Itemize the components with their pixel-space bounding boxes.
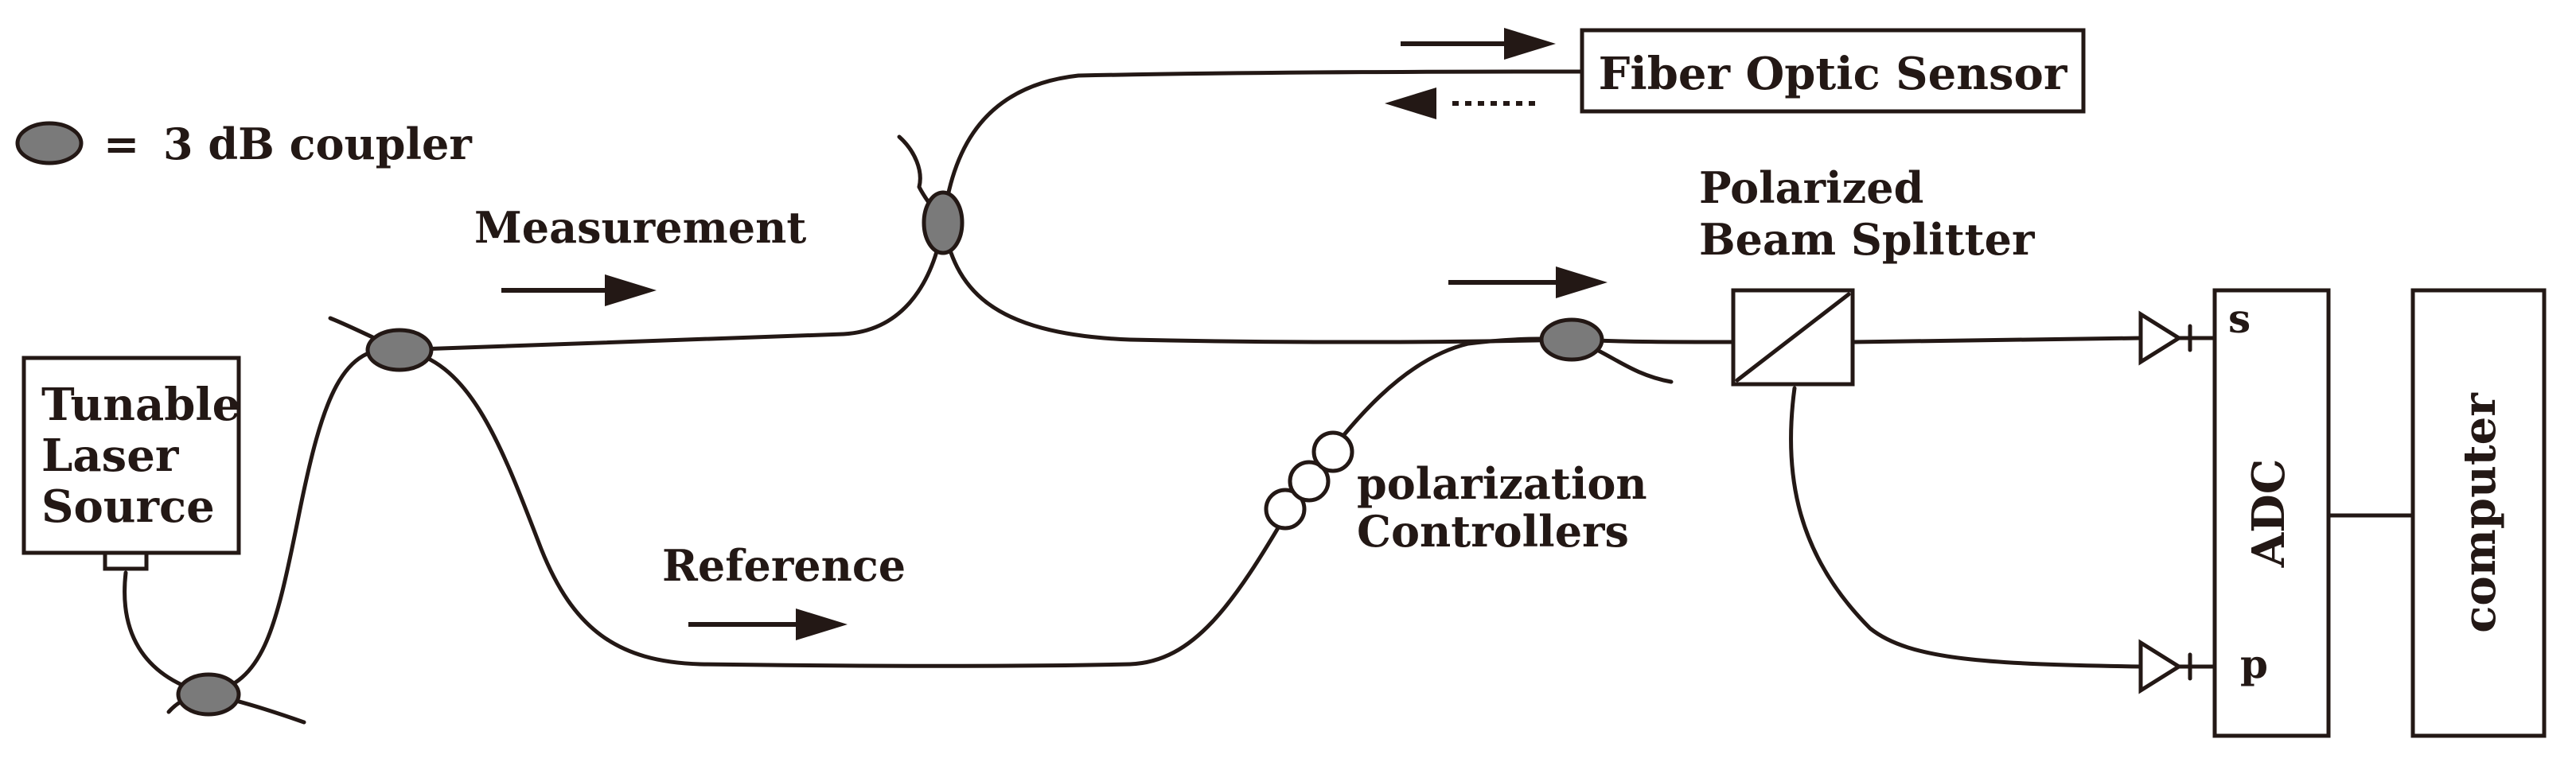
s-photodetector [2138,310,2192,366]
fiber-to-sensor [941,69,1584,225]
beam-splitter-diagonal [1735,292,1851,383]
sensor-forward-arrow-icon [1401,28,1556,60]
polarization-controllers-icon [1264,430,1354,531]
fiber-measurement-arm [397,220,945,352]
pc-loop-2 [1288,460,1331,503]
fiber-pbs-to-s [1850,336,2143,344]
adc-box [2212,288,2331,738]
legend-equals: = [103,119,139,169]
tunable-laser-source-box [21,356,241,555]
legend-coupler-icon [15,121,84,165]
pc-loop-3 [1311,430,1354,473]
reference-direction-arrow-icon [688,609,848,640]
recombine-forward-arrow-icon [1448,266,1608,298]
p-channel-label: p [2240,640,2268,687]
laser-label-line2: Laser [41,430,180,482]
p-photodetector [2138,639,2192,694]
coupler-bottom-icon [176,672,241,717]
fiber-optic-sensor-box [1580,28,2086,114]
computer-label: computer [2453,392,2506,633]
adc-label: ADC [2243,459,2295,569]
sensor-return-arrow-icon [1385,87,1540,119]
fiber-pbs-to-p [1789,386,2143,669]
fiber-optic-sensor-label: Fiber Optic Sensor [1599,48,2068,100]
computer-box [2410,288,2547,738]
pbs-label-line1: Polarized [1699,162,1923,213]
fiber-bottom-to-split-coupler [206,347,402,697]
laser-label-line3: Source [41,480,215,533]
reference-label: Reference [662,540,906,591]
laser-label-line1: Tunable [41,379,240,431]
pc-loop-1 [1264,488,1307,531]
pbs-label-line2: Beam Splitter [1699,214,2035,265]
coupler-recombine-icon [1539,317,1604,362]
polarization-controllers-label-line2: Controllers [1357,506,1629,557]
laser-output-connector [103,550,149,571]
measurement-label: Measurement [474,202,806,253]
coupler-middle-icon [922,190,965,255]
fiber-reference-arm [397,336,1574,668]
coupler-split-icon [365,328,434,372]
legend-coupler-label: 3 dB coupler [163,119,472,169]
s-detector-triangle-icon [2138,310,2183,366]
s-channel-label: s [2228,295,2251,342]
polarization-controllers-label-line1: polarization [1357,458,1647,509]
measurement-direction-arrow-icon [501,274,657,306]
p-detector-triangle-icon [2138,639,2183,694]
